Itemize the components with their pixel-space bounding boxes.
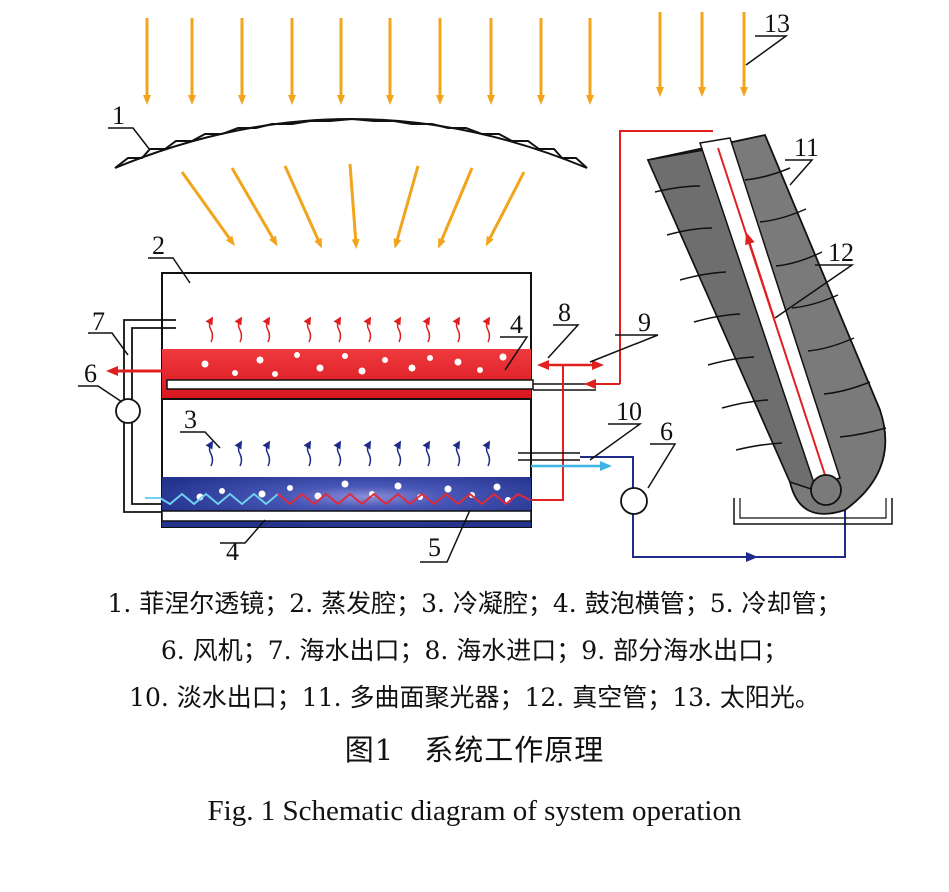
vapor-arrows-hot [205,316,491,343]
label-10: 10 [616,397,642,426]
label-11: 11 [794,133,819,162]
leader-lines [78,35,855,563]
label-6a: 6 [84,359,97,388]
fan-right [620,487,648,515]
label-3: 3 [184,405,197,434]
condensation-water-layer [145,477,532,527]
sunlight-rays [143,12,748,105]
fresh-water-outlet [518,452,612,471]
cold-return-loop [580,456,846,562]
label-8: 8 [558,298,571,327]
label-2: 2 [152,231,165,260]
caption-english: Fig. 1 Schematic diagram of system opera… [207,795,742,827]
fresnel-lens [114,117,588,169]
hot-water-loop [531,130,713,501]
label-12: 12 [828,238,854,267]
cooling-tube-zigzag-cold [145,492,279,506]
seawater-inlet-outlet [533,360,604,391]
figure-caption: 1. 菲涅尔透镜；2. 蒸发腔；3. 冷凝腔；4. 鼓泡横管；5. 冷却管； 6… [0,580,949,828]
system-schematic: 1 2 3 4 4 5 6 6 7 8 9 10 11 12 13 [78,9,893,566]
label-4a: 4 [510,310,523,339]
label-13: 13 [764,9,790,38]
fan-left [115,398,141,424]
label-5: 5 [428,533,441,562]
legend-line-2: 6. 风机；7. 海水出口；8. 海水进口；9. 部分海水出口； [160,636,789,665]
label-1: 1 [112,101,125,130]
multi-curved-concentrator [646,133,893,525]
converging-rays [180,163,526,249]
caption-chinese: 图1 系统工作原理 [344,733,605,767]
vapor-arrows-cold [205,440,491,467]
label-7: 7 [92,307,105,336]
hot-seawater-layer [162,349,534,399]
cooling-tube-zigzag-hot [277,492,531,506]
label-4b: 4 [226,537,239,566]
label-6b: 6 [660,417,673,446]
label-9: 9 [638,308,651,337]
legend-line-3: 10. 淡水出口；11. 多曲面聚光器；12. 真空管；13. 太阳光。 [129,683,820,712]
legend-line-1: 1. 菲涅尔透镜；2. 蒸发腔；3. 冷凝腔；4. 鼓泡横管；5. 冷却管； [107,589,842,618]
